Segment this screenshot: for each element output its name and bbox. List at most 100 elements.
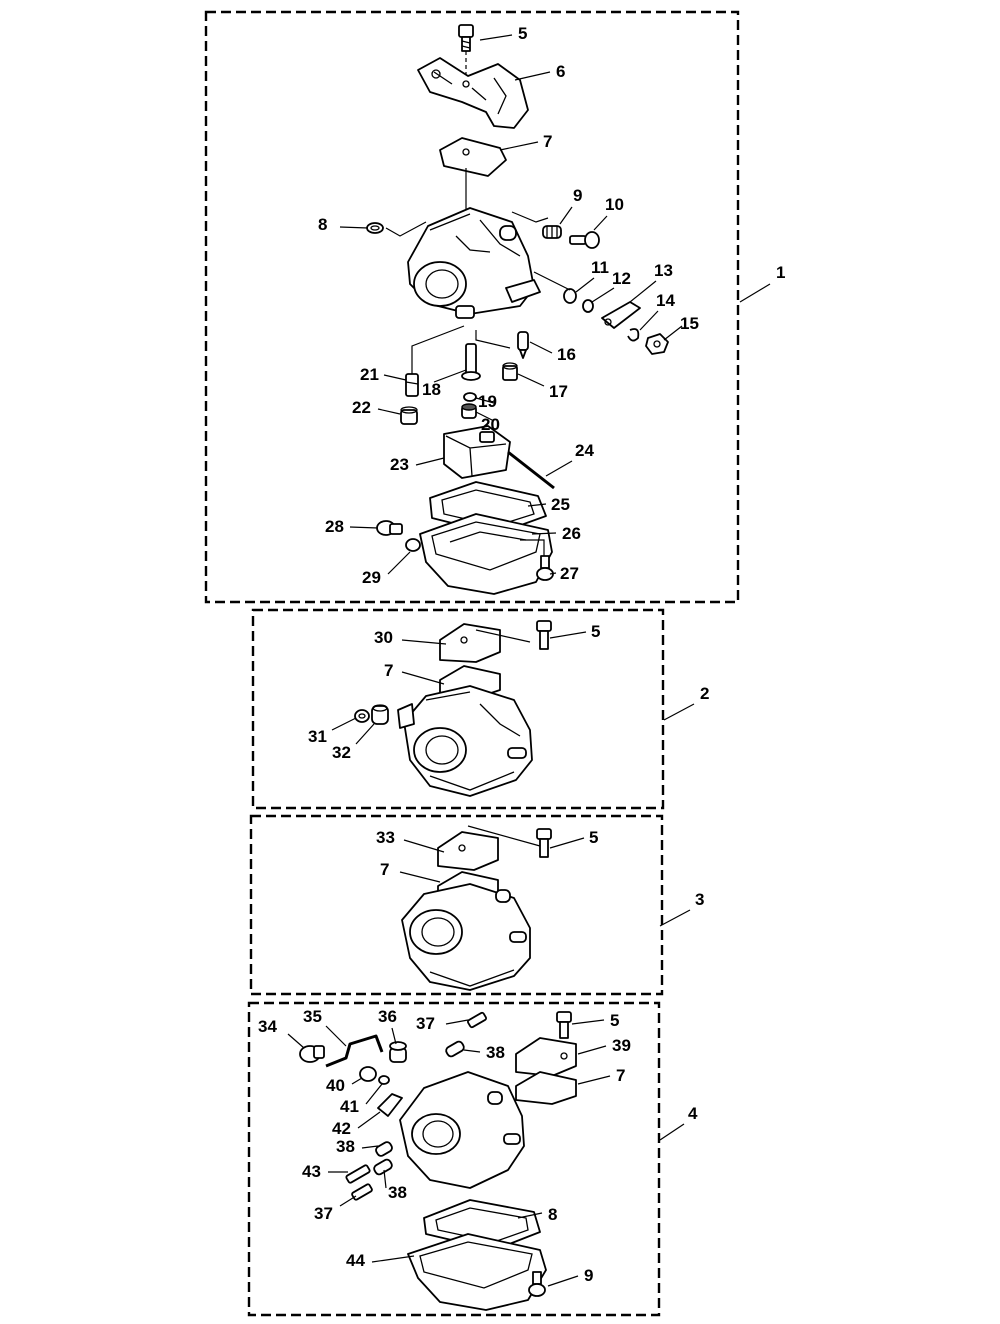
leader-line (325, 1025, 347, 1047)
part-number: 7 (616, 1066, 625, 1085)
o-ring-icon (378, 1075, 390, 1085)
part-number: 27 (560, 564, 579, 583)
cover-plate-icon (515, 1037, 577, 1077)
leader-line (499, 141, 539, 151)
plug-icon (400, 406, 418, 425)
leader-line (549, 631, 587, 639)
part-number: 37 (416, 1014, 435, 1033)
part-number: 6 (556, 62, 565, 81)
part-number: 38 (388, 1183, 407, 1202)
screw-icon (467, 1011, 487, 1029)
leader-line (383, 1169, 387, 1189)
leader-line (403, 839, 445, 853)
nut-icon (645, 333, 669, 355)
leader-line (593, 215, 608, 231)
leader-line (339, 1195, 357, 1207)
carburetor-body-icon (397, 685, 533, 797)
leader-line (351, 1077, 363, 1085)
part-number: 37 (314, 1204, 333, 1223)
part-number: 33 (376, 828, 395, 847)
leader-line (433, 369, 467, 383)
o-ring-icon (463, 392, 477, 402)
float-icon (443, 425, 511, 479)
leader-line (371, 1255, 415, 1263)
choke-rod-icon (325, 1034, 384, 1068)
assembly-3-parts (401, 825, 552, 991)
leader-line (545, 460, 573, 477)
throttle-lever-icon (601, 301, 641, 329)
leader-line (531, 532, 557, 535)
lever-icon (377, 1093, 403, 1117)
part-number: 43 (302, 1162, 321, 1181)
leader-line (575, 277, 595, 293)
float-chamber-icon (419, 513, 553, 595)
screw-icon (351, 1183, 373, 1201)
washer-icon (405, 538, 421, 552)
assembly-number: 4 (688, 1104, 698, 1123)
part-number: 16 (557, 345, 576, 364)
part-number: 15 (680, 314, 699, 333)
part-number: 17 (549, 382, 568, 401)
part-number: 19 (478, 392, 497, 411)
leader-line (663, 703, 695, 721)
part-number: 14 (656, 291, 675, 310)
leader-line (287, 1033, 305, 1049)
leader-line (391, 1027, 397, 1045)
leader-line (549, 837, 585, 849)
main-jet-icon (461, 403, 477, 419)
part-number: 38 (336, 1137, 355, 1156)
leader-line (559, 206, 573, 225)
leader-line (399, 871, 441, 883)
drain-screw-icon (528, 1271, 546, 1297)
leader-line (475, 397, 495, 404)
washer-icon (563, 288, 577, 304)
part-number: 7 (380, 860, 389, 879)
collar-icon (371, 704, 389, 725)
leader-line (357, 1111, 381, 1129)
gasket-icon (439, 137, 507, 177)
clamp-icon (299, 1045, 325, 1063)
assembly-1-box (204, 10, 740, 604)
assembly-number: 1 (776, 263, 785, 282)
part-number: 38 (486, 1043, 505, 1062)
pilot-jet-icon (405, 373, 419, 397)
leader-line (577, 1075, 611, 1085)
leader-line (527, 503, 547, 507)
spring-icon (373, 1158, 393, 1176)
spring-icon (354, 709, 370, 723)
leader-line (549, 572, 557, 575)
leader-line (339, 226, 369, 229)
part-number: 8 (548, 1205, 557, 1224)
leader-line (475, 411, 495, 422)
part-number: 40 (326, 1076, 345, 1095)
part-number: 12 (612, 269, 631, 288)
part-number: 5 (610, 1011, 619, 1030)
part-number: 21 (360, 365, 379, 384)
leader-line (401, 671, 445, 685)
leader-line (361, 1145, 379, 1149)
leader-line (377, 408, 401, 415)
leader-line (331, 717, 357, 731)
part-number: 5 (589, 828, 598, 847)
choke-knob-icon (389, 1041, 407, 1063)
o-ring-icon (366, 222, 384, 234)
leader-line (639, 310, 659, 331)
carburetor-body-icon (401, 883, 531, 991)
leader-line (629, 280, 657, 303)
assembly-4-parts (299, 1011, 577, 1311)
part-number: 18 (422, 380, 441, 399)
part-number: 39 (612, 1036, 631, 1055)
screw-icon (536, 828, 552, 858)
leader-line (663, 325, 683, 341)
cover-plate-icon (439, 623, 501, 663)
assembly-3-box (249, 814, 664, 996)
leader-line (349, 526, 379, 529)
leader-line (401, 639, 447, 645)
part-number: 22 (352, 398, 371, 417)
gasket-icon (515, 1071, 577, 1105)
part-number: 7 (384, 661, 393, 680)
part-number: 11 (591, 258, 609, 277)
leader-line (739, 283, 771, 303)
assembly-number: 3 (695, 890, 704, 909)
